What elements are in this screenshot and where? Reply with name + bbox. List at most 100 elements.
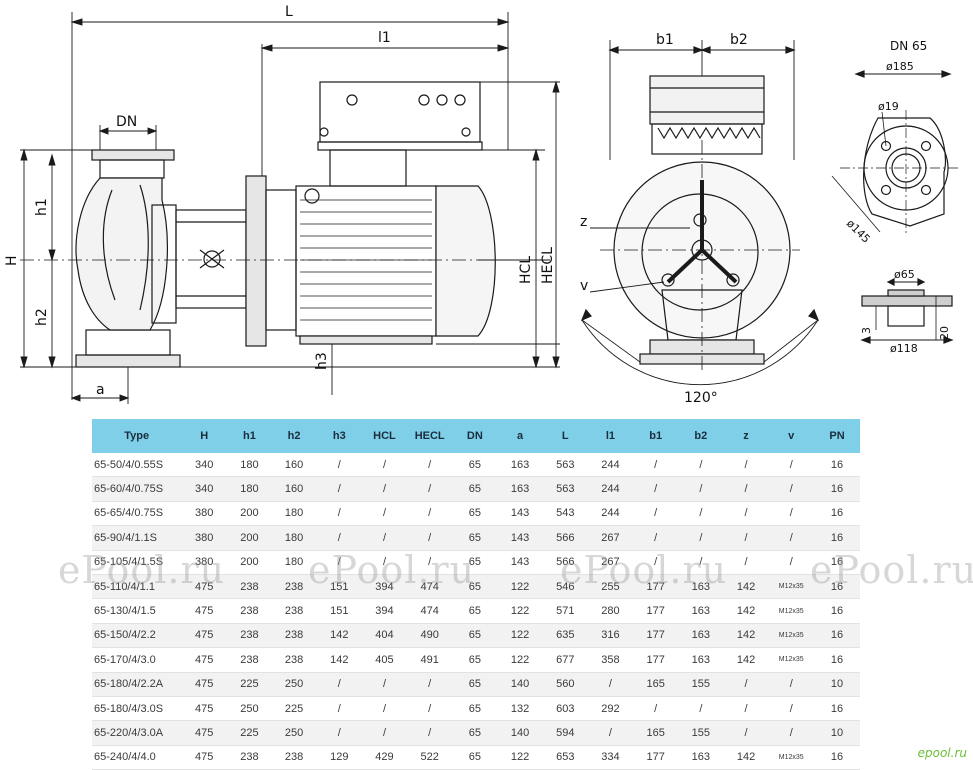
table-cell: 380 (181, 525, 228, 551)
table-cell: 16 (814, 598, 860, 624)
table-cell: M12x35 (768, 598, 815, 624)
table-cell: / (406, 525, 453, 551)
table-cell: / (362, 525, 407, 551)
table-cell: / (768, 672, 815, 697)
table-cell: 65 (452, 550, 498, 575)
table-cell: / (362, 453, 407, 478)
table-cell: 475 (181, 574, 228, 600)
table-cell: 65-180/4/3.0S (92, 696, 182, 722)
table-cell: / (633, 476, 678, 502)
table-cell: / (362, 550, 407, 575)
label-L: L (285, 4, 293, 20)
label-h2: h2 (34, 308, 50, 326)
table-cell: 225 (271, 696, 317, 722)
table-cell: 280 (587, 598, 634, 624)
table-cell: 394 (362, 598, 407, 624)
table-cell: 238 (227, 647, 272, 673)
table-cell: 16 (814, 525, 860, 551)
label-angle: 120° (684, 390, 718, 406)
table-cell: 255 (587, 574, 634, 600)
table-cell: 65-150/4/2.2 (92, 623, 182, 649)
table-cell: 180 (227, 453, 272, 478)
table-cell: 132 (497, 696, 543, 722)
table-cell: 200 (227, 525, 272, 551)
table-cell: 16 (814, 696, 860, 722)
column-header: HECL (406, 419, 453, 453)
table-cell: / (633, 525, 678, 551)
table-cell: / (723, 525, 769, 551)
table-cell: 165 (633, 672, 678, 697)
table-cell: 155 (677, 672, 724, 697)
table-cell: 404 (362, 623, 407, 649)
table-cell: / (316, 720, 363, 746)
table-cell: / (677, 476, 724, 502)
table-cell: 65-90/4/1.1S (92, 525, 182, 551)
flange-t3: 3 (860, 327, 873, 334)
table-cell: 129 (316, 745, 363, 770)
table-cell: 65-170/4/3.0 (92, 647, 182, 673)
column-header: z (723, 419, 769, 453)
table-cell: 177 (633, 598, 678, 624)
table-cell: 563 (542, 476, 588, 502)
table-cell: 560 (542, 672, 588, 697)
table-cell: M12x35 (768, 623, 815, 649)
table-cell: 340 (181, 453, 228, 478)
table-cell: 10 (814, 720, 860, 746)
table-cell: 122 (497, 745, 543, 770)
table-cell: 380 (181, 501, 228, 527)
table-cell: / (768, 525, 815, 551)
table-cell: 491 (406, 647, 453, 673)
table-cell: 65 (452, 501, 498, 527)
table-cell: 142 (316, 623, 363, 649)
table-cell: 380 (181, 550, 228, 575)
table-cell: 142 (723, 647, 769, 673)
label-H: H (4, 255, 20, 266)
pump-side-view (20, 81, 520, 368)
flange-d145: ø145 (844, 217, 873, 246)
column-header: v (768, 419, 815, 453)
table-cell: / (316, 550, 363, 575)
table-cell: 163 (677, 598, 724, 624)
table-cell: 142 (723, 745, 769, 770)
table-cell: 677 (542, 647, 588, 673)
table-cell: 238 (271, 623, 317, 649)
label-HCL: HCL (518, 256, 534, 284)
table-cell: 429 (362, 745, 407, 770)
table-cell: 16 (814, 453, 860, 478)
table-cell: / (587, 720, 634, 746)
table-cell: / (723, 550, 769, 575)
table-cell: 238 (227, 574, 272, 600)
table-cell: 177 (633, 647, 678, 673)
table-cell: 65 (452, 453, 498, 478)
table-cell: / (633, 550, 678, 575)
table-cell: 475 (181, 598, 228, 624)
table-cell: 244 (587, 501, 634, 527)
table-cell: 244 (587, 453, 634, 478)
table-cell: 65 (452, 623, 498, 649)
column-header: l1 (587, 419, 634, 453)
table-cell: 65 (452, 647, 498, 673)
table-cell: 65-130/4/1.5 (92, 598, 182, 624)
table-cell: / (316, 696, 363, 722)
table-cell: 163 (497, 476, 543, 502)
table-cell: 122 (497, 647, 543, 673)
table-cell: 143 (497, 501, 543, 527)
table-cell: / (677, 525, 724, 551)
table-cell: 475 (181, 647, 228, 673)
table-cell: / (316, 453, 363, 478)
column-header: h3 (316, 419, 363, 453)
table-cell: 238 (271, 598, 317, 624)
table-cell: / (768, 720, 815, 746)
flange-d65: ø65 (894, 268, 915, 281)
table-cell: / (316, 501, 363, 527)
table-cell: 65 (452, 696, 498, 722)
table-cell: / (633, 501, 678, 527)
table-cell: 122 (497, 623, 543, 649)
